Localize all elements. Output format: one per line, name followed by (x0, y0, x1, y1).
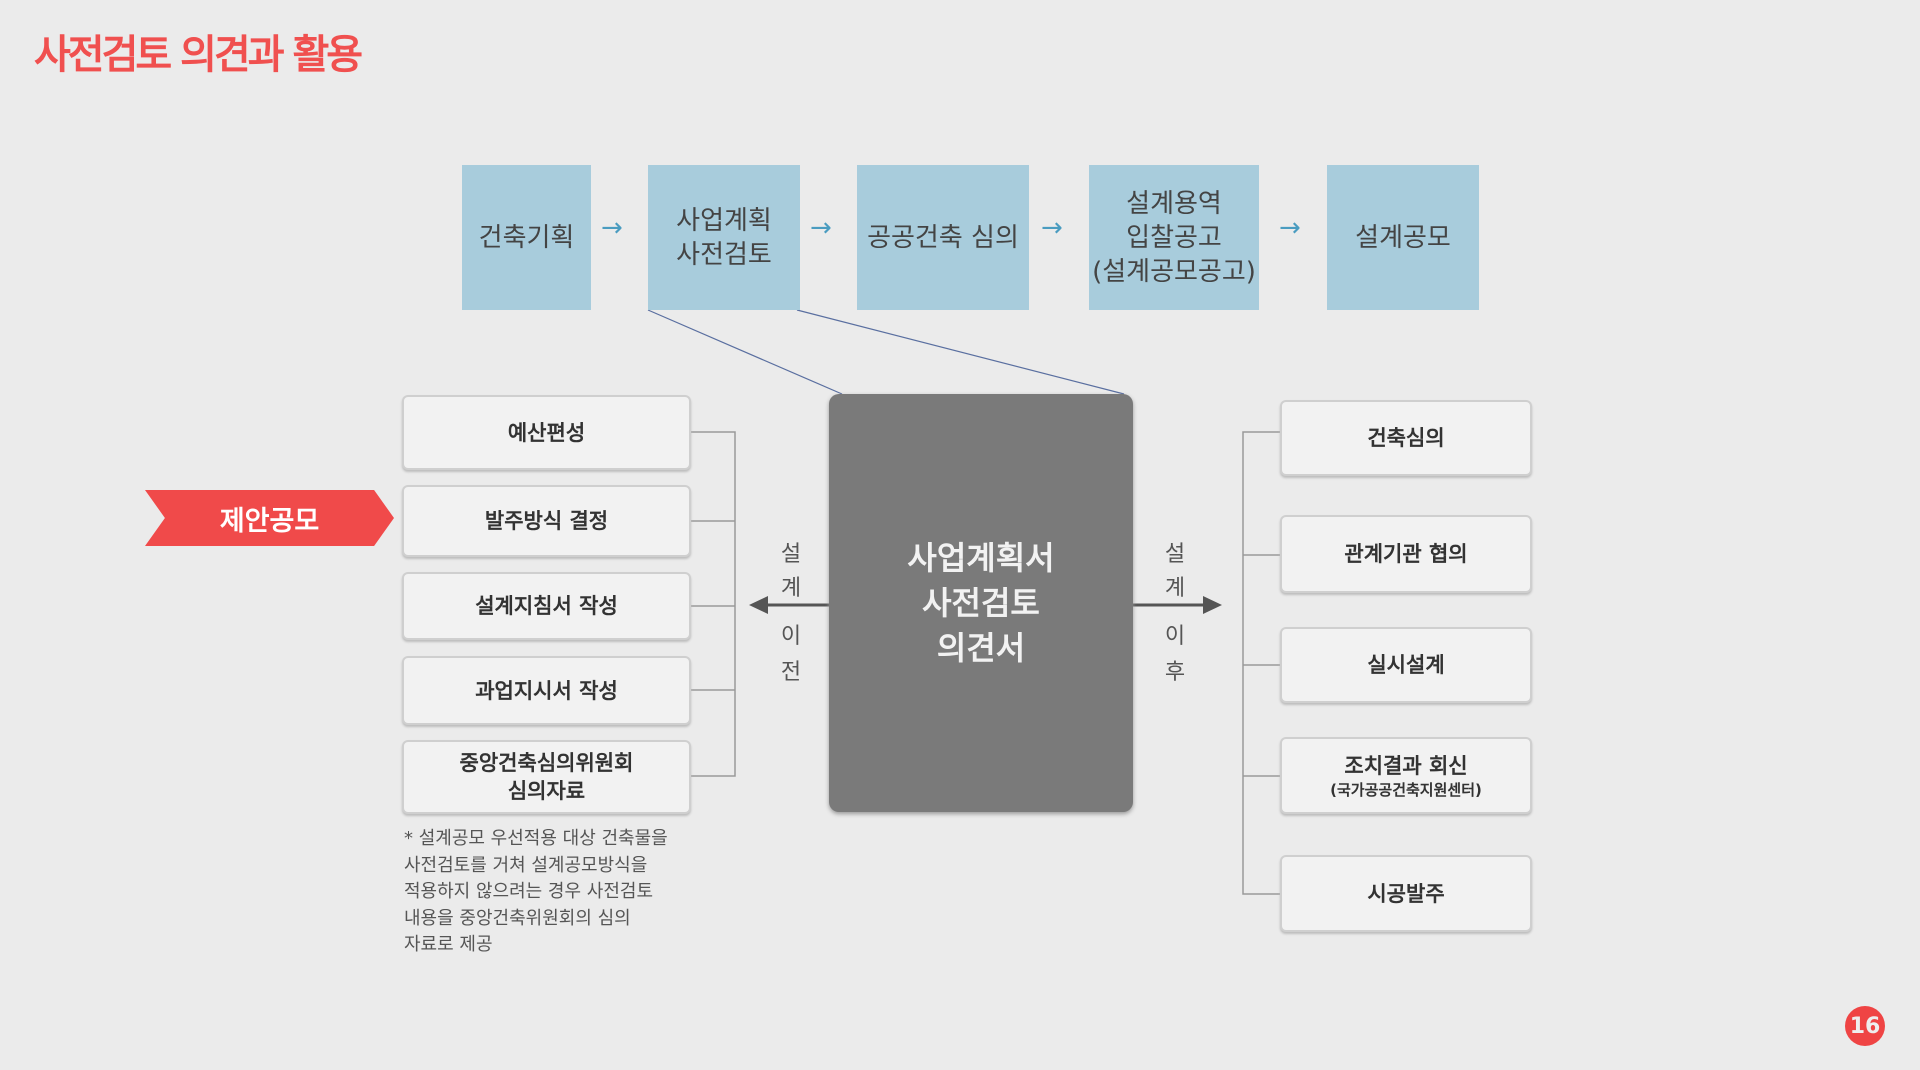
right-item-label: 관계기관 협의 (1344, 542, 1468, 566)
diagonal-line-left (647, 309, 843, 395)
arrow-right-icon (1133, 596, 1222, 614)
right-item-label: 시공발주 (1367, 881, 1445, 906)
before-label: 설 (780, 542, 802, 567)
step-design-competition: 설계공모 (1327, 165, 1479, 310)
left-item-task-order: 과업지시서 작성 (402, 656, 691, 725)
step-public-building-review: 공공건축 심의 (857, 165, 1029, 310)
right-item-agency-consult: 관계기관 협의 (1280, 515, 1532, 593)
right-item-label: 실시설계 (1367, 653, 1445, 677)
proposal-competition-tag: 제안공모 (145, 490, 394, 546)
arrow-right-icon: → (810, 213, 832, 243)
left-item-procurement: 발주방식 결정 (402, 485, 691, 557)
step-building-planning: 건축기획 (462, 165, 591, 310)
right-item-label: 건축심의 (1367, 426, 1445, 450)
left-bracket (691, 431, 736, 777)
before-label: 전 (780, 660, 802, 685)
after-label: 계 (1164, 576, 1186, 601)
arrow-left-icon (749, 596, 829, 614)
right-item-construction-order: 시공발주 (1280, 855, 1532, 932)
arrow-right-icon: → (1279, 213, 1301, 243)
right-item-sublabel: (국가공공건축지원센터) (1330, 780, 1482, 799)
after-label: 설 (1164, 542, 1186, 567)
center-opinion-box: 사업계획서 사전검토 의견서 (829, 394, 1133, 812)
right-item-detailed-design: 실시설계 (1280, 627, 1532, 703)
footnote: * 설계공모 우선적용 대상 건축물을 사전검토를 거쳐 설계공모방식을 적용하… (404, 828, 668, 955)
arrow-right-icon: → (1041, 213, 1063, 243)
before-label: 계 (780, 576, 802, 601)
page-title: 사전검토 의견과 활용 (34, 32, 363, 78)
step-business-plan-review: 사업계획 사전검토 (648, 165, 800, 310)
right-item-label: 조치결과 회신 (1344, 753, 1468, 778)
arrow-right-icon: → (601, 213, 623, 243)
page-number-badge: 16 (1845, 1006, 1885, 1046)
left-item-central-committee: 중앙건축심의위원회 심의자료 (402, 740, 691, 814)
after-label: 이 (1164, 624, 1186, 649)
before-label: 이 (780, 624, 802, 649)
diagonal-line-right (796, 309, 1125, 395)
right-bracket (1242, 431, 1280, 895)
right-item-action-result: 조치결과 회신 (국가공공건축지원센터) (1280, 737, 1532, 814)
right-item-building-review: 건축심의 (1280, 400, 1532, 476)
step-design-bid-notice: 설계용역 입찰공고 (설계공모공고) (1089, 165, 1259, 310)
after-label: 후 (1164, 660, 1186, 685)
left-item-budget: 예산편성 (402, 395, 691, 470)
left-item-design-guide: 설계지침서 작성 (402, 572, 691, 640)
